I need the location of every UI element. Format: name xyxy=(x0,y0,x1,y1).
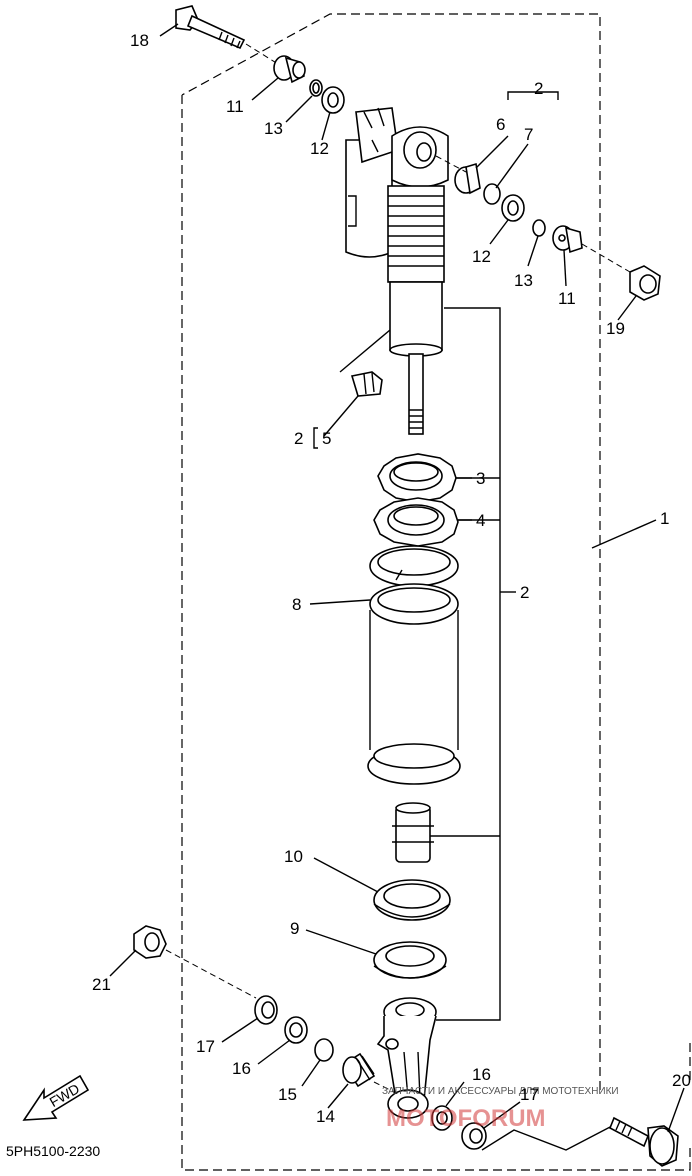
leader-13a xyxy=(285,95,313,123)
bumper-5[interactable] xyxy=(350,371,383,397)
leader-lower-axis-2 xyxy=(373,1081,399,1095)
callout-8: 8 xyxy=(292,595,301,614)
leader-lower-bolt-axis xyxy=(481,1125,613,1151)
fwd-arrow-icon: FWD xyxy=(22,1074,90,1121)
callout-2-left: 2 xyxy=(294,429,303,448)
leader-5 xyxy=(323,395,359,437)
leader-9 xyxy=(305,929,377,955)
bushing-12-right[interactable] xyxy=(501,194,525,222)
leader-6 xyxy=(475,135,509,169)
callout-7: 7 xyxy=(524,125,533,144)
callout-16-right: 16 xyxy=(472,1065,491,1084)
leader-12b xyxy=(489,219,509,245)
adjuster-4[interactable] xyxy=(373,497,459,547)
callout-15: 15 xyxy=(278,1085,297,1104)
leader-5-body xyxy=(339,329,391,373)
leader-17a xyxy=(221,1017,259,1043)
callout-12-right: 12 xyxy=(472,247,491,266)
callout-11-right: 11 xyxy=(558,289,576,308)
leader-12a xyxy=(321,111,331,141)
bracket-2-5 xyxy=(313,427,318,449)
bushing-6[interactable] xyxy=(454,162,481,195)
callout-9: 9 xyxy=(290,919,299,938)
callout-21: 21 xyxy=(92,975,111,994)
watermark-logo: MOTOFORUM xyxy=(386,1105,546,1132)
callout-2-top: 2 xyxy=(534,79,543,98)
callout-20: 20 xyxy=(672,1071,691,1090)
leader-16b xyxy=(445,1081,465,1107)
leader-21 xyxy=(109,949,137,977)
shock-absorber-assembly[interactable] xyxy=(345,107,449,435)
leader-eye-axis xyxy=(435,155,467,173)
nut-19[interactable] xyxy=(629,265,661,301)
ring-7[interactable] xyxy=(483,183,501,205)
leader-7 xyxy=(495,143,529,189)
bolt-18[interactable] xyxy=(175,5,246,50)
seal-16-right[interactable] xyxy=(431,1105,453,1131)
callout-16-left: 16 xyxy=(232,1059,251,1078)
bracket-2-top xyxy=(507,91,559,100)
nut-21[interactable] xyxy=(133,925,167,959)
callout-14: 14 xyxy=(316,1107,335,1126)
callout-6: 6 xyxy=(496,115,505,134)
group-line-2 xyxy=(430,307,501,1021)
callout-4: 4 xyxy=(476,511,485,530)
callout-11-top: 11 xyxy=(226,97,244,116)
bushing-12-top[interactable] xyxy=(321,86,345,114)
callout-3: 3 xyxy=(476,469,485,488)
bump-stop[interactable] xyxy=(392,802,434,863)
leader-11b xyxy=(563,249,567,287)
callout-12-top: 12 xyxy=(310,139,329,158)
spring-seat-10[interactable] xyxy=(373,879,451,921)
assembly-boundary xyxy=(181,13,691,1171)
bolt-20[interactable] xyxy=(608,1116,679,1167)
leader-10 xyxy=(313,857,379,893)
lower-mount[interactable] xyxy=(376,997,437,1119)
collar-11-right[interactable] xyxy=(552,225,583,254)
leader-16a xyxy=(257,1039,291,1065)
leader-13b xyxy=(527,235,539,267)
leader-19 xyxy=(617,295,637,321)
leader-11a xyxy=(251,77,279,101)
callout-19: 19 xyxy=(606,319,625,338)
ring-nut-3[interactable] xyxy=(377,453,457,503)
leader-14 xyxy=(327,1083,349,1109)
bearing-14[interactable] xyxy=(342,1052,376,1088)
bushing-15[interactable] xyxy=(314,1038,334,1062)
callout-17-right: 17 xyxy=(520,1085,539,1104)
leader-15 xyxy=(301,1059,321,1087)
leader-17b xyxy=(483,1101,521,1129)
leader-18 xyxy=(159,23,179,37)
callout-10: 10 xyxy=(284,847,303,866)
collar-11-top[interactable] xyxy=(273,55,306,84)
callout-2-group: 2 xyxy=(520,583,529,602)
leader-bolt-axis xyxy=(245,43,279,65)
leader-8 xyxy=(309,599,371,605)
oring-13-top[interactable] xyxy=(309,79,323,97)
spring-guide-9[interactable] xyxy=(373,941,447,979)
oring-13-right[interactable] xyxy=(532,219,546,237)
callout-17-left: 17 xyxy=(196,1037,215,1056)
leader-20 xyxy=(667,1087,685,1133)
spring-8[interactable] xyxy=(367,545,461,785)
seal-16-left[interactable] xyxy=(284,1016,308,1044)
diagram-code: 5PH5100-2230 xyxy=(6,1143,100,1159)
callout-13-right: 13 xyxy=(514,271,533,290)
leader-right-axis xyxy=(581,243,631,273)
collar-17-right[interactable] xyxy=(461,1122,487,1150)
callout-13-top: 13 xyxy=(264,119,283,138)
leader-lower-axis xyxy=(165,949,257,999)
collar-17-left[interactable] xyxy=(254,995,278,1025)
leader-1 xyxy=(591,519,657,549)
callout-5: 5 xyxy=(322,429,331,448)
callout-18: 18 xyxy=(130,31,149,50)
watermark-text: ЗАПЧАСТИ И АКСЕССУАРЫ ДЛЯ МОТОТЕХНИКИ xyxy=(382,1086,619,1097)
callout-1: 1 xyxy=(660,509,669,528)
